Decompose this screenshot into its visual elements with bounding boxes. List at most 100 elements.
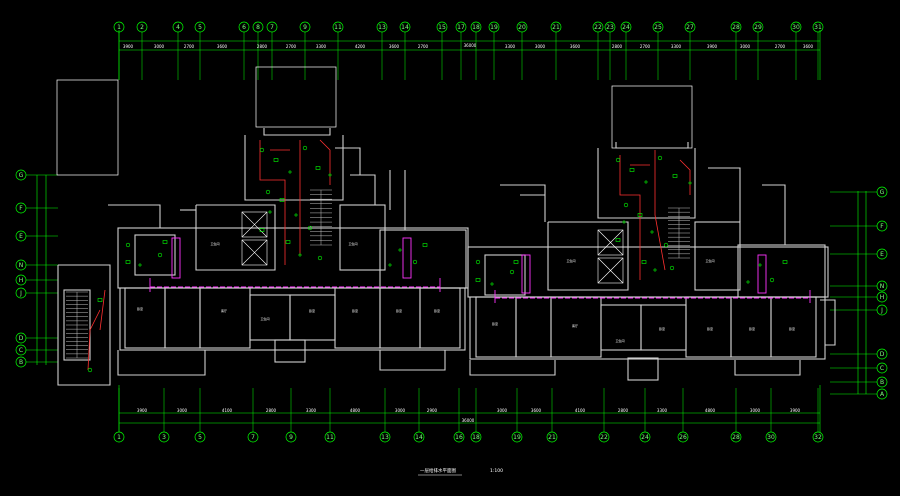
axis-label: 13	[378, 24, 386, 31]
axis-label: 24	[641, 434, 649, 441]
axis-label: 22	[600, 434, 608, 441]
axis-bubble-right: A	[876, 388, 888, 400]
svg-text:3300: 3300	[657, 408, 668, 413]
axis-bubble-bottom: 13	[379, 431, 391, 443]
axis-bubble-top: 24	[620, 21, 632, 33]
axis-label: 14	[415, 434, 423, 441]
fixture	[328, 173, 332, 177]
fixture	[653, 268, 657, 272]
top-dimension-chain	[118, 30, 821, 80]
axis-bubble-top: 21	[550, 21, 562, 33]
axis-bubble-top: 6	[238, 21, 250, 33]
axis-label: B	[19, 359, 23, 366]
fixture	[265, 189, 271, 195]
fixture	[637, 213, 643, 217]
svg-text:卫生间: 卫生间	[566, 258, 575, 263]
axis-bubble-bottom: 18	[470, 431, 482, 443]
fixture	[157, 252, 163, 258]
svg-text:卫生间: 卫生间	[260, 316, 269, 321]
axis-label: 25	[654, 24, 662, 31]
axis-label: 8	[256, 24, 260, 31]
axis-label: F	[880, 223, 884, 230]
axis-bubble-right: B	[876, 376, 888, 388]
axis-label: N	[880, 283, 885, 290]
axis-label: 11	[334, 24, 342, 31]
axis-bubble-right: D	[876, 348, 888, 360]
axis-bubble-left: N	[15, 259, 27, 271]
fixture	[307, 225, 313, 231]
axis-label: D	[19, 335, 24, 342]
axis-label: 7	[270, 24, 274, 31]
svg-text:卫生间: 卫生间	[705, 258, 714, 263]
svg-text:卫生间: 卫生间	[210, 241, 219, 246]
axis-label: 20	[518, 24, 526, 31]
building-a-walls	[57, 128, 469, 386]
fixture	[644, 180, 648, 184]
fixture	[688, 181, 692, 185]
axis-bubble-bottom: 22	[598, 431, 610, 443]
axis-bubble-top: 1	[113, 21, 125, 33]
svg-text:3000: 3000	[177, 408, 188, 413]
axis-bubble-top: 20	[516, 21, 528, 33]
axis-label: 28	[732, 24, 740, 31]
svg-text:卧室: 卧室	[309, 308, 315, 313]
axis-label: E	[19, 233, 23, 240]
axis-bubble-left: F	[15, 202, 27, 214]
fixture	[398, 248, 402, 252]
svg-text:2700: 2700	[418, 44, 429, 49]
fixture	[672, 174, 678, 178]
svg-text:卧室: 卧室	[137, 306, 143, 311]
axis-bubble-bottom: 32	[812, 431, 824, 443]
svg-text:卧室: 卧室	[352, 308, 358, 313]
svg-text:2900: 2900	[427, 408, 438, 413]
svg-text:3900: 3900	[707, 44, 718, 49]
axis-bubble-left: C	[15, 344, 27, 356]
svg-text:客厅: 客厅	[572, 323, 578, 328]
axis-bubble-top: 30	[790, 21, 802, 33]
axis-label: F	[19, 205, 23, 212]
axis-label: 16	[455, 434, 463, 441]
axis-bubble-left: J	[15, 287, 27, 299]
axis-bubble-top: 29	[752, 21, 764, 33]
fixture	[615, 238, 621, 242]
svg-text:4200: 4200	[355, 44, 366, 49]
axis-label: 22	[594, 24, 602, 31]
fixture	[650, 230, 654, 234]
svg-text:2800: 2800	[618, 408, 629, 413]
axis-bubble-top: 11	[332, 21, 344, 33]
svg-text:3600: 3600	[570, 44, 581, 49]
fixture	[285, 240, 291, 244]
axis-bubble-top: 18	[470, 21, 482, 33]
elevator-shafts	[241, 211, 624, 284]
axis-label: G	[19, 172, 24, 179]
axis-bubble-left: E	[15, 230, 27, 242]
axis-bubble-top: 17	[455, 21, 467, 33]
axis-label: 19	[490, 24, 498, 31]
axis-label: 18	[472, 24, 480, 31]
fixture	[279, 198, 285, 202]
axis-bubble-top: 19	[488, 21, 500, 33]
axis-label: 21	[552, 24, 560, 31]
svg-text:3000: 3000	[750, 408, 761, 413]
svg-text:4800: 4800	[705, 408, 716, 413]
axis-label: 31	[814, 24, 822, 31]
axis-label: 32	[814, 434, 822, 441]
axis-bubble-right: E	[876, 248, 888, 260]
svg-text:3000: 3000	[535, 44, 546, 49]
fixture	[422, 243, 428, 247]
svg-text:3300: 3300	[671, 44, 682, 49]
axis-label: 5	[198, 434, 202, 441]
svg-text:3000: 3000	[740, 44, 751, 49]
axis-bubble-bottom: 26	[677, 431, 689, 443]
fixture	[259, 147, 265, 153]
fixture	[769, 277, 775, 283]
svg-text:4100: 4100	[222, 408, 233, 413]
svg-text:卧室: 卧室	[659, 326, 665, 331]
axis-bubble-top: 4	[172, 21, 184, 33]
axis-bubble-top: 27	[684, 21, 696, 33]
fixture	[87, 367, 93, 373]
fixture	[475, 259, 481, 265]
